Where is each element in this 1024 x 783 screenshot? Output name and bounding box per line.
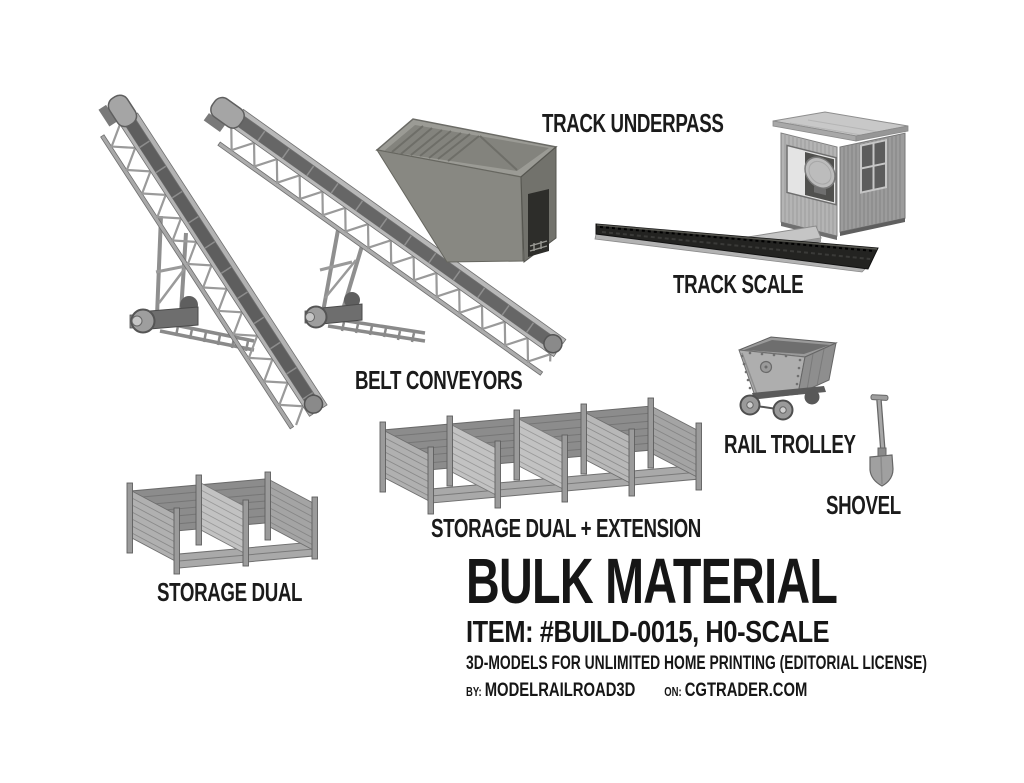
- belt-conveyor-left: [98, 94, 328, 430]
- label-track-underpass: TRACK UNDERPASS: [542, 108, 724, 138]
- on-label: ON:: [664, 685, 682, 699]
- marketplace-name: CGTRADER.COM: [684, 679, 808, 701]
- underpass-opening: [528, 189, 549, 257]
- belt-conveyor-right: [203, 96, 567, 376]
- label-track-scale: TRACK SCALE: [673, 269, 804, 299]
- head-roller-icon: [107, 94, 138, 128]
- head-roller-icon: [210, 96, 245, 129]
- label-belt-conveyors: BELT CONVEYORS: [355, 365, 523, 395]
- shovel-render: [869, 394, 894, 487]
- axle-housing: [149, 306, 199, 330]
- conveyor-belt: [123, 115, 323, 415]
- label-shovel: SHOVEL: [826, 490, 901, 520]
- label-storage-dual: STORAGE DUAL: [157, 577, 303, 607]
- title-block: BULK MATERIAL ITEM: #BUILD-0015, H0-SCAL…: [466, 545, 1024, 702]
- scale-hut: [772, 111, 909, 240]
- product-title: BULK MATERIAL: [466, 545, 838, 617]
- label-storage-dual-extension: STORAGE DUAL + EXTENSION: [431, 513, 701, 543]
- author-name: MODELRAILROAD3D: [484, 679, 636, 701]
- underpass-front-face: [375, 149, 524, 263]
- shovel-handle: [870, 394, 889, 401]
- item-number-line: ITEM: #BUILD-0015, H0-SCALE: [466, 614, 830, 649]
- scale-dial-icon: [804, 156, 836, 189]
- rail-trolley-render: [738, 336, 838, 421]
- belt-conveyors-render: [98, 94, 567, 430]
- track-underpass-render: [375, 118, 558, 263]
- storage-dual-render: [126, 471, 318, 575]
- label-rail-trolley: RAIL TROLLEY: [724, 429, 856, 459]
- storage-dual-extension-render: [379, 397, 702, 515]
- trolley-side-panel: [797, 342, 837, 395]
- license-line: 3D-MODELS FOR UNLIMITED HOME PRINTING (E…: [466, 653, 928, 674]
- byline: BY: MODELRAILROAD3D ON: CGTRADER.COM: [466, 679, 946, 702]
- track-scale-render: [594, 111, 909, 273]
- by-label: BY:: [466, 685, 482, 699]
